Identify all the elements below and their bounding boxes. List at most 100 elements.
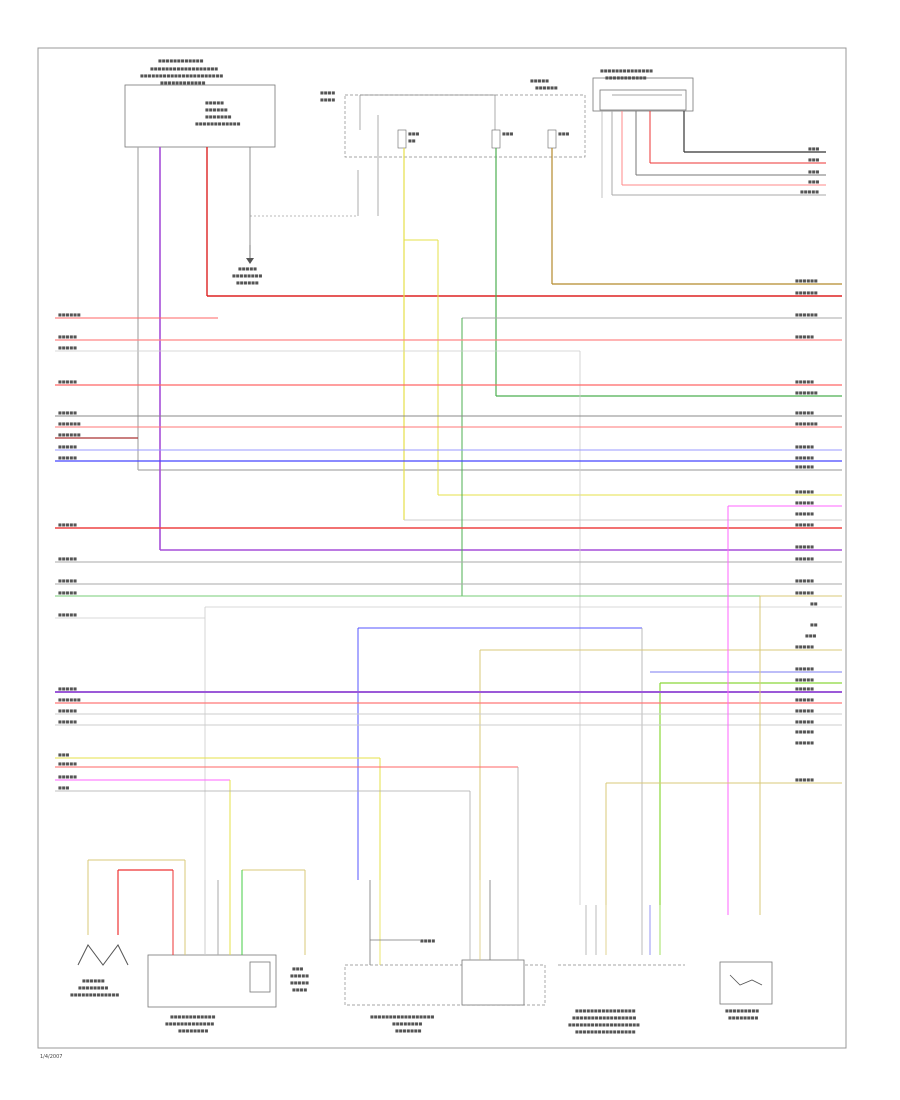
svg-text:■■■■■■■■■■■■: ■■■■■■■■■■■■ bbox=[170, 1014, 216, 1019]
svg-text:■■■■■■: ■■■■■■ bbox=[58, 421, 81, 426]
svg-text:■■■■■: ■■■■■ bbox=[795, 410, 814, 415]
svg-text:■■■■■■■■: ■■■■■■■■ bbox=[728, 1015, 758, 1020]
svg-text:■■■■■: ■■■■■ bbox=[58, 444, 77, 449]
svg-text:■■■: ■■■ bbox=[408, 131, 420, 136]
svg-text:■■■■■: ■■■■■ bbox=[795, 489, 814, 494]
fuse-box: ■■■ ■■ ■■■ ■■■ ■■■■■ ■■■■■■ ■■■■ ■■■■ bbox=[320, 78, 586, 158]
transmission-connector: ■■■■■■■■■■■■■■ ■■■■■■■■■■■ bbox=[592, 68, 694, 198]
svg-text:■■■■■■: ■■■■■■ bbox=[58, 312, 81, 317]
svg-text:■■■■■■■■■■■■■: ■■■■■■■■■■■■■ bbox=[70, 992, 119, 997]
svg-text:■■■■■■■■: ■■■■■■■■ bbox=[178, 1028, 208, 1033]
svg-text:■■■: ■■■ bbox=[58, 752, 70, 757]
svg-text:■■■■: ■■■■ bbox=[292, 987, 307, 992]
svg-text:■■■■■: ■■■■■ bbox=[795, 677, 814, 682]
svg-text:■■■■: ■■■■ bbox=[320, 97, 335, 102]
svg-text:■■■■■■: ■■■■■■ bbox=[205, 107, 228, 112]
svg-text:■■■■■: ■■■■■ bbox=[58, 774, 77, 779]
ground-symbol: ■■■■■ ■■■■■■■■ ■■■■■■ bbox=[232, 245, 262, 285]
svg-text:■■■■■■: ■■■■■■ bbox=[795, 421, 818, 426]
svg-text:■■■■■: ■■■■■ bbox=[58, 708, 77, 713]
svg-text:■■■■■: ■■■■■ bbox=[795, 334, 814, 339]
svg-text:■■■■■■: ■■■■■■ bbox=[82, 978, 105, 983]
svg-text:■■■■■: ■■■■■ bbox=[58, 719, 77, 724]
svg-text:■■■■■: ■■■■■ bbox=[795, 777, 814, 782]
svg-text:■■■■■■■■■■■■■■■■■■■: ■■■■■■■■■■■■■■■■■■■ bbox=[568, 1022, 640, 1027]
svg-text:■■■■■■: ■■■■■■ bbox=[58, 432, 81, 437]
svg-text:■■■■■: ■■■■■ bbox=[58, 590, 77, 595]
svg-text:■■■■■: ■■■■■ bbox=[795, 686, 814, 691]
svg-text:■■■■■■■: ■■■■■■■ bbox=[205, 114, 232, 119]
svg-text:■■■■: ■■■■ bbox=[420, 938, 435, 943]
ac-relay: ■■■ ■■■■■ ■■■■■ ■■■■ bbox=[290, 966, 309, 992]
svg-text:■■■■: ■■■■ bbox=[320, 90, 335, 95]
svg-text:■■■: ■■■ bbox=[808, 157, 820, 162]
svg-text:■■■■■: ■■■■■ bbox=[800, 189, 819, 194]
svg-text:■■■■■: ■■■■■ bbox=[58, 761, 77, 766]
svg-text:■■■■■: ■■■■■ bbox=[795, 522, 814, 527]
svg-text:■■■■■: ■■■■■ bbox=[795, 719, 814, 724]
svg-text:■■■: ■■■ bbox=[502, 131, 514, 136]
svg-text:■■■■■: ■■■■■ bbox=[290, 980, 309, 985]
svg-text:■■■■■: ■■■■■ bbox=[795, 740, 814, 745]
svg-text:■■■■■■■■■■■■■■■■■: ■■■■■■■■■■■■■■■■■ bbox=[370, 1014, 434, 1019]
svg-text:■■■■■: ■■■■■ bbox=[205, 100, 224, 105]
svg-text:■■■■■: ■■■■■ bbox=[795, 666, 814, 671]
diagram-border bbox=[37, 47, 847, 1049]
svg-text:■■: ■■ bbox=[810, 601, 818, 606]
svg-text:■■■■■: ■■■■■ bbox=[58, 410, 77, 415]
svg-text:■■■■■: ■■■■■ bbox=[58, 379, 77, 384]
turn-signal-relay: ■■■■■■■■■■■■■■■■ ■■■■■■■■■■■■■■■■■ ■■■■■… bbox=[558, 905, 685, 1034]
svg-text:■■■■■: ■■■■■ bbox=[795, 464, 814, 469]
svg-text:■■■■■■■■: ■■■■■■■■ bbox=[232, 273, 262, 278]
svg-text:■■■■■■: ■■■■■■ bbox=[795, 390, 818, 395]
svg-text:■■■■■■■■■■■■■■■■: ■■■■■■■■■■■■■■■■ bbox=[575, 1029, 636, 1034]
svg-text:■■: ■■ bbox=[810, 622, 818, 627]
svg-text:■■■■■■: ■■■■■■ bbox=[535, 85, 558, 90]
svg-text:■■■■■■■■■■■■: ■■■■■■■■■■■■ bbox=[160, 80, 206, 85]
svg-text:■■■■■: ■■■■■ bbox=[58, 612, 77, 617]
svg-text:■■■■■: ■■■■■ bbox=[795, 455, 814, 460]
ecm-vertical-wires bbox=[137, 115, 842, 551]
svg-text:■■■■■■■■: ■■■■■■■■ bbox=[78, 985, 108, 990]
svg-text:■■■■■■■: ■■■■■■■ bbox=[395, 1028, 422, 1033]
svg-text:■■■■■■■■■■■■■■■■■: ■■■■■■■■■■■■■■■■■ bbox=[572, 1015, 636, 1020]
svg-text:■■■■■: ■■■■■ bbox=[530, 78, 549, 83]
right-wire-codes: ■■■ ■■■ ■■■ ■■■ ■■■■■ ■■■■■■ ■■■■■■ ■■■■… bbox=[795, 146, 820, 782]
footer-code: 1/4/2007 bbox=[40, 1054, 62, 1060]
svg-text:■■■■■■■■■: ■■■■■■■■■ bbox=[725, 1008, 759, 1013]
svg-text:■■■■■■: ■■■■■■ bbox=[795, 278, 818, 283]
svg-text:■■■■■: ■■■■■ bbox=[795, 556, 814, 561]
svg-text:■■■■■: ■■■■■ bbox=[58, 578, 77, 583]
svg-text:■■■■■■■■■■■■■■■■■■■■■■: ■■■■■■■■■■■■■■■■■■■■■■ bbox=[140, 73, 223, 78]
brake-light-switch: ■■■■■■ ■■■■■■■■ ■■■■■■■■■■■■■ bbox=[70, 859, 185, 997]
svg-text:■■■■■■■■■■■■■■■■■■: ■■■■■■■■■■■■■■■■■■ bbox=[150, 66, 218, 71]
svg-text:■■■: ■■■ bbox=[292, 966, 304, 971]
svg-text:■■■■■■: ■■■■■■ bbox=[795, 290, 818, 295]
svg-text:■■■: ■■■ bbox=[808, 179, 820, 184]
svg-text:■■■: ■■■ bbox=[805, 633, 817, 638]
svg-text:■■■■■: ■■■■■ bbox=[795, 444, 814, 449]
svg-text:■■■■■■: ■■■■■■ bbox=[795, 312, 818, 317]
svg-text:■■■■■: ■■■■■ bbox=[290, 973, 309, 978]
svg-text:■■■■■: ■■■■■ bbox=[795, 500, 814, 505]
svg-text:■■: ■■ bbox=[408, 138, 416, 143]
svg-text:■■■■■■■■■■■■: ■■■■■■■■■■■■ bbox=[195, 121, 241, 126]
svg-text:■■■■■: ■■■■■ bbox=[795, 644, 814, 649]
svg-text:■■■■■: ■■■■■ bbox=[58, 334, 77, 339]
svg-text:■■■■■■■■■■■■: ■■■■■■■■■■■■ bbox=[158, 58, 204, 63]
cruise-control-module: ■■■■■■■■■■■■ ■■■■■■■■■■■■■ ■■■■■■■■ bbox=[147, 860, 306, 1033]
seat-heater: ■■■■■■■■■ ■■■■■■■■ bbox=[719, 961, 773, 1020]
svg-text:■■■■■: ■■■■■ bbox=[795, 544, 814, 549]
svg-text:■■■■■: ■■■■■ bbox=[795, 379, 814, 384]
trans-wires bbox=[611, 111, 826, 196]
svg-text:■■■■■: ■■■■■ bbox=[795, 511, 814, 516]
svg-text:■■■■■: ■■■■■ bbox=[795, 708, 814, 713]
svg-text:■■■■■■■■■■■: ■■■■■■■■■■■ bbox=[605, 75, 647, 80]
svg-text:■■■■■: ■■■■■ bbox=[58, 686, 77, 691]
svg-text:■■■: ■■■ bbox=[58, 785, 70, 790]
svg-text:■■■■■■■■: ■■■■■■■■ bbox=[392, 1021, 422, 1026]
wire-bus bbox=[55, 317, 842, 915]
svg-text:■■■■■: ■■■■■ bbox=[58, 345, 77, 350]
svg-text:■■■■■: ■■■■■ bbox=[795, 697, 814, 702]
